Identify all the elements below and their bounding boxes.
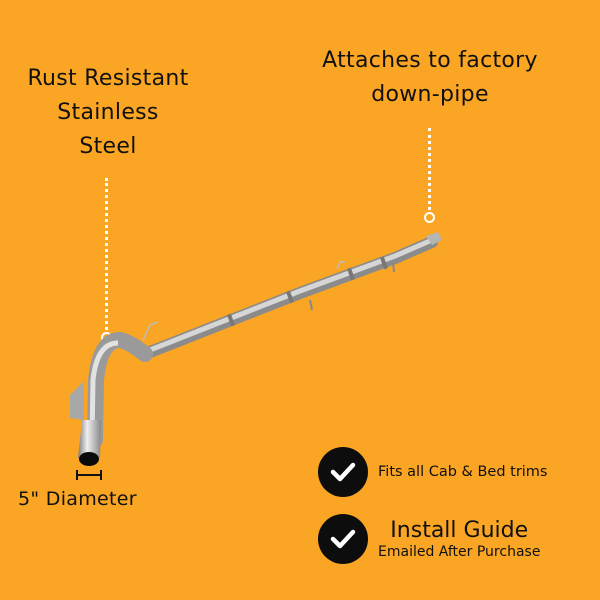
material-line-3: Steel	[79, 134, 137, 159]
attachment-leader-line	[428, 128, 431, 210]
attachment-line-2: down-pipe	[371, 82, 489, 107]
diameter-label: 5" Diameter	[18, 488, 137, 510]
check-icon	[318, 514, 368, 564]
material-line-2: Stainless	[57, 100, 159, 125]
feature-fits-all-trims: Fits all Cab & Bed trims	[318, 447, 548, 497]
attachment-line-1: Attaches to factory	[322, 48, 538, 73]
attachment-leader-ring	[424, 212, 435, 223]
attachment-callout: Attaches to factory down-pipe	[298, 44, 562, 112]
material-callout: Rust Resistant Stainless Steel	[8, 62, 208, 164]
material-leader-line	[105, 178, 108, 330]
install-guide-title: Install Guide	[390, 518, 529, 543]
feature-text: Fits all Cab & Bed trims	[378, 464, 548, 480]
feature-install-guide: Install Guide Emailed After Purchase	[318, 514, 540, 564]
check-icon	[318, 447, 368, 497]
diameter-indicator	[76, 470, 102, 480]
material-line-1: Rust Resistant	[27, 66, 189, 91]
install-guide-subtitle: Emailed After Purchase	[378, 544, 541, 560]
feature-text-block: Install Guide Emailed After Purchase	[378, 518, 540, 560]
